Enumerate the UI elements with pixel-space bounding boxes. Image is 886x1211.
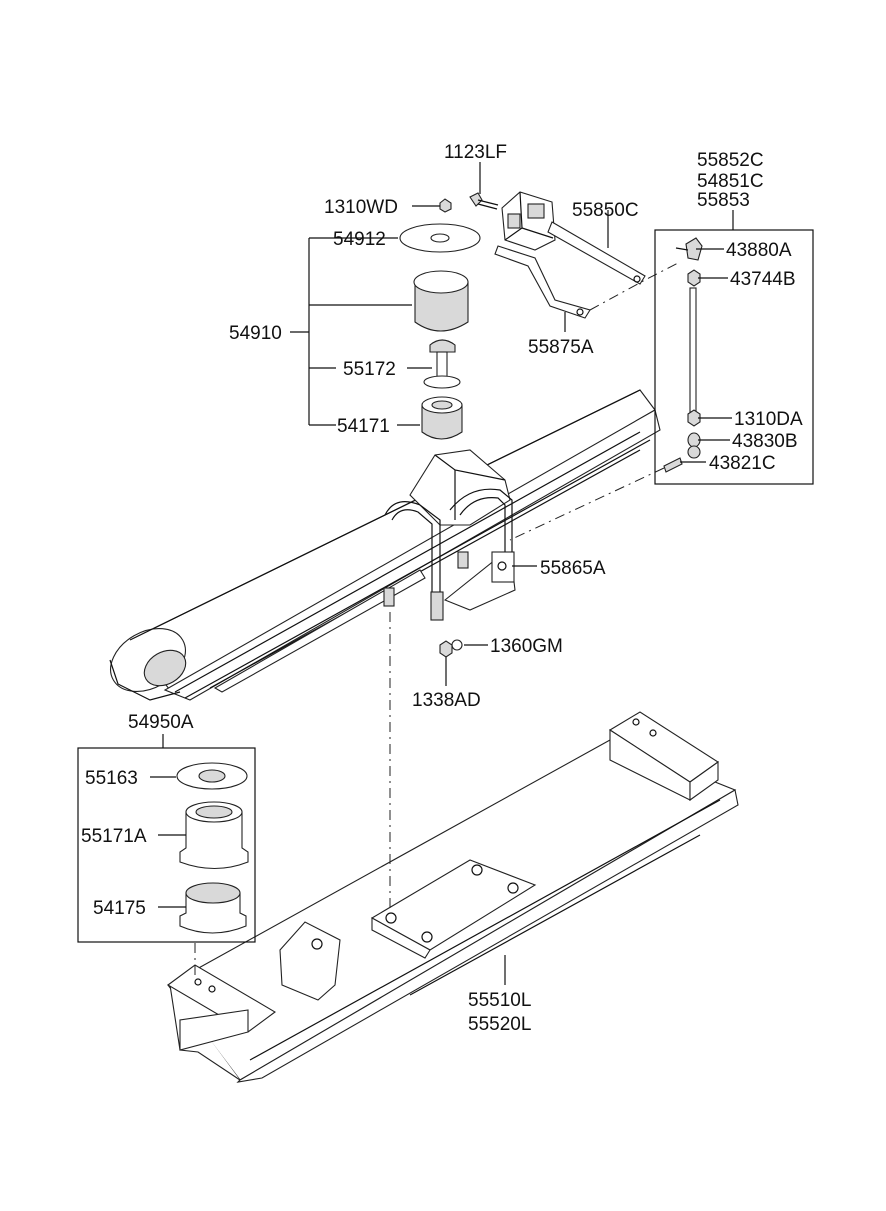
- bolt-43821c: [663, 457, 683, 473]
- leaf-spring: [109, 389, 661, 701]
- bushing-54171: [421, 396, 463, 440]
- label-54912: 54912: [333, 229, 386, 250]
- guide-line-link: [589, 261, 681, 311]
- label-54851c: 54851C: [697, 171, 764, 192]
- label-54950a: 54950A: [128, 712, 194, 733]
- washer-55163: [176, 762, 248, 790]
- label-55163: 55163: [85, 768, 138, 789]
- washer-54912: [399, 223, 481, 253]
- label-55865a: 55865A: [540, 558, 606, 579]
- label-43880a: 43880A: [726, 240, 792, 261]
- label-55850c: 55850C: [572, 200, 639, 221]
- box-54950a: [77, 747, 256, 943]
- frame-55510l: [167, 711, 739, 1083]
- bushing-55171a: [179, 801, 249, 869]
- label-54171: 54171: [337, 416, 390, 437]
- label-1338ad: 1338AD: [412, 690, 481, 711]
- bolt-1123lf: [469, 192, 499, 210]
- nut-washer-1360gm-1338ad: [439, 639, 463, 658]
- nut-1310wd: [439, 198, 452, 213]
- spring-seat-pad: [409, 449, 511, 526]
- nut-43744b: [687, 269, 701, 287]
- rod-stabilizer: [689, 287, 697, 413]
- label-54175: 54175: [93, 898, 146, 919]
- bracket-55865a: [443, 551, 516, 611]
- label-1310da: 1310DA: [734, 409, 803, 430]
- label-55510l: 55510L: [468, 990, 531, 1011]
- label-55853: 55853: [697, 190, 750, 211]
- bushing-43830b: [687, 432, 701, 459]
- leader-lines: [150, 162, 734, 985]
- bolt-55172: [423, 339, 461, 389]
- label-1123lf: 1123LF: [444, 142, 507, 163]
- box-55852c: [654, 229, 814, 485]
- label-55875a: 55875A: [528, 337, 594, 358]
- bushing-54175: [179, 882, 247, 934]
- label-43830b: 43830B: [732, 431, 798, 452]
- label-1360gm: 1360GM: [490, 636, 563, 657]
- label-43821c: 43821C: [709, 453, 776, 474]
- clamp-55850c: [501, 191, 556, 251]
- link-arm-55850c: [494, 221, 646, 319]
- ball-joint-43880a: [675, 237, 703, 261]
- label-1310wd: 1310WD: [324, 197, 398, 218]
- label-55172: 55172: [343, 359, 396, 380]
- label-43744b: 43744B: [730, 269, 796, 290]
- bumper-54910: [413, 270, 469, 332]
- label-55171a: 55171A: [81, 826, 147, 847]
- nut-1310da: [687, 409, 701, 427]
- u-bolt: [383, 488, 513, 621]
- label-55520l: 55520L: [468, 1014, 531, 1035]
- guide-line-rod: [509, 467, 665, 541]
- label-55852c: 55852C: [697, 150, 764, 171]
- label-54910: 54910: [229, 323, 282, 344]
